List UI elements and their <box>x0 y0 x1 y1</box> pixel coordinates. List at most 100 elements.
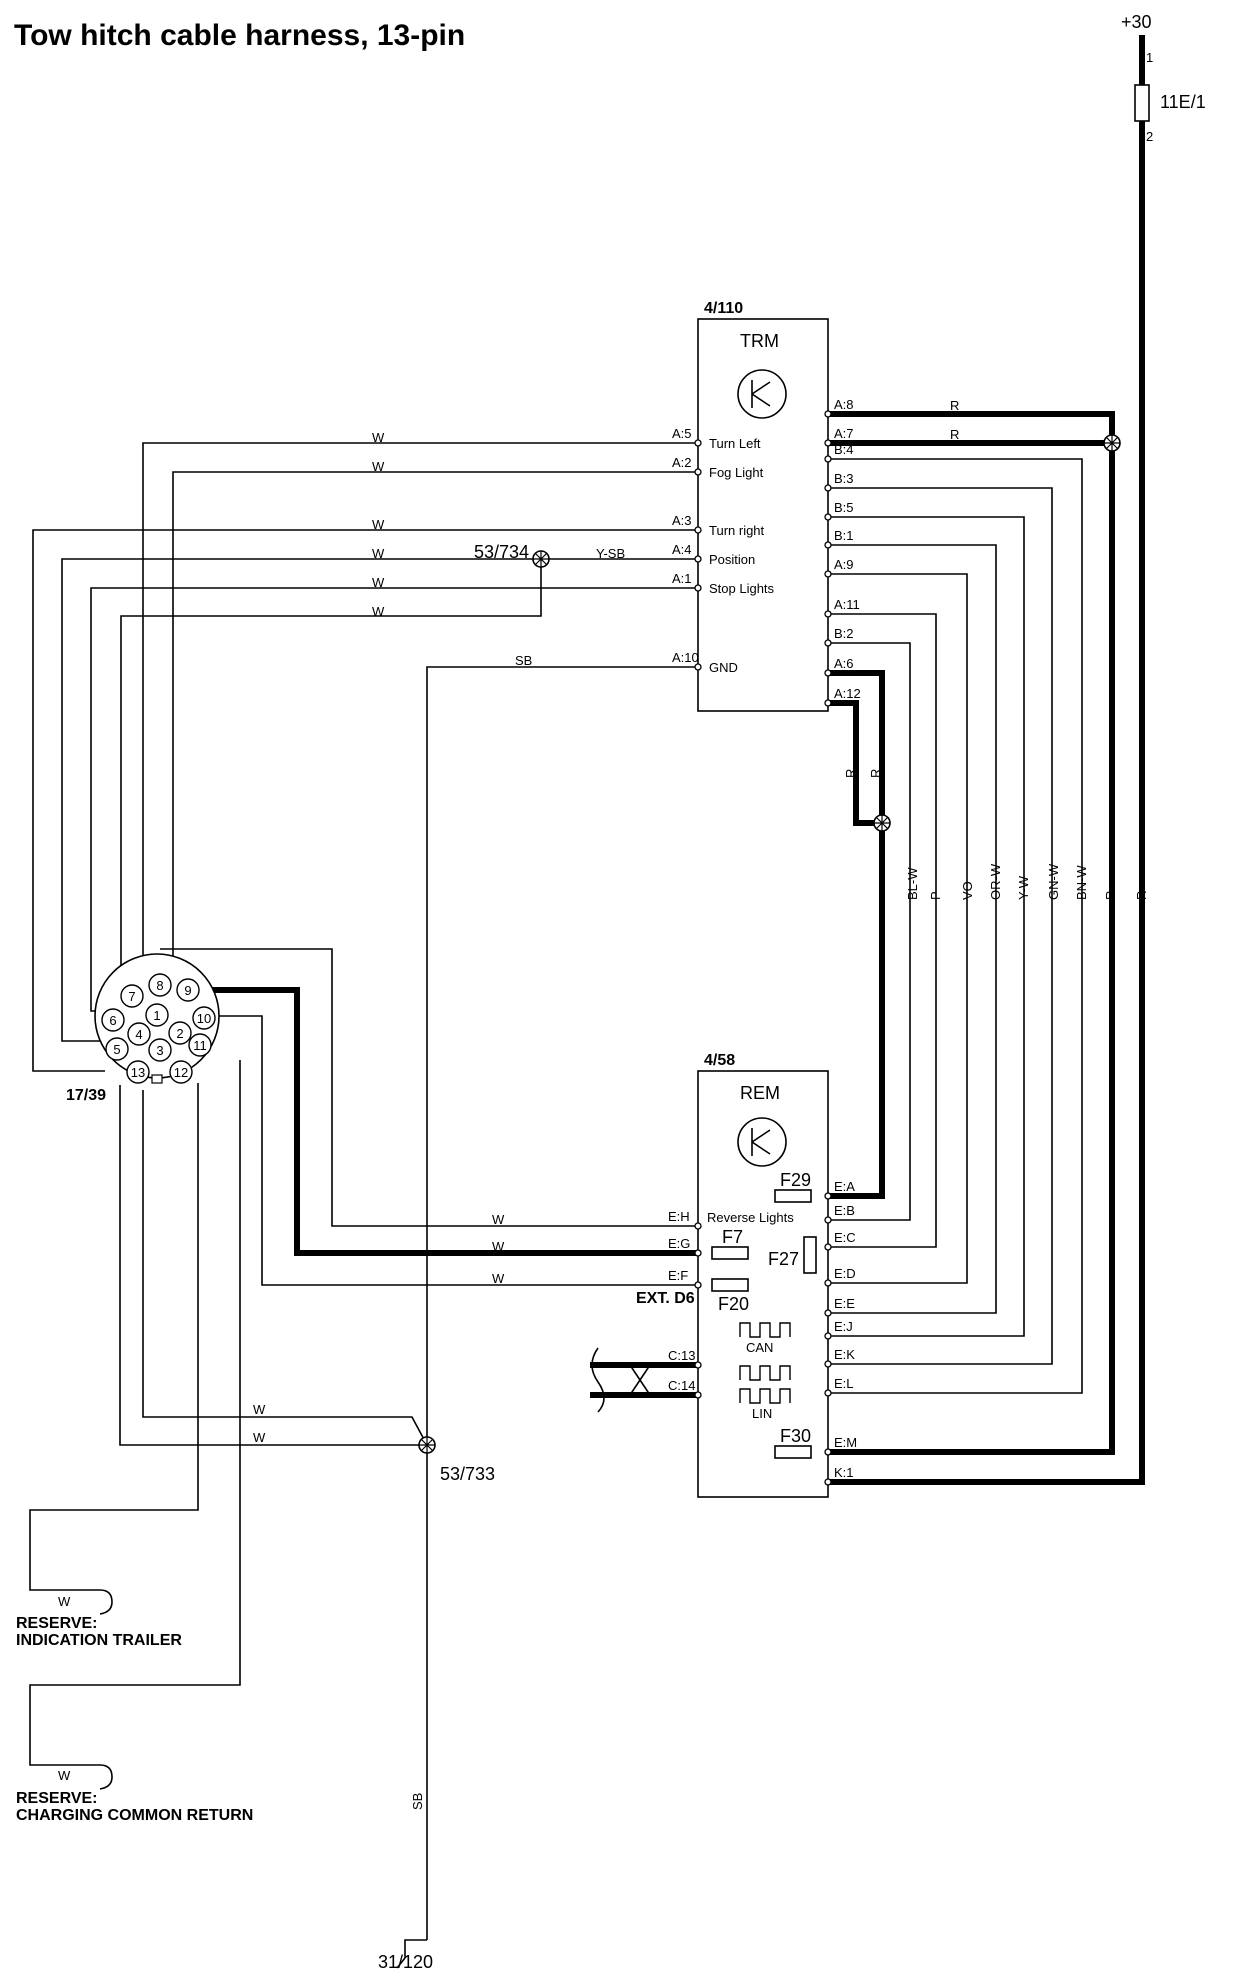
wire-a12 <box>828 700 882 826</box>
wire-color-label: Y-W <box>1016 875 1031 900</box>
trm-pin-A-3 <box>694 526 702 534</box>
trm-pin-id: A:4 <box>672 542 692 557</box>
trm-pin-A-12 <box>824 699 832 707</box>
trm-pin-id: A:8 <box>834 397 854 412</box>
svg-text:W: W <box>372 575 385 590</box>
trm-pin-A-6 <box>824 669 832 677</box>
wire-a6-ea <box>785 670 885 1199</box>
wire-labels: W W W W W W Y-SB SB R R W W W W W W W SB… <box>58 398 1149 1810</box>
trm-pin-B-1 <box>824 541 832 549</box>
trm-pin-label: Fog Light <box>709 465 764 480</box>
trm-pin-B-4 <box>824 455 832 463</box>
trm-pin-A-10 <box>694 663 702 671</box>
svg-text:INDICATION TRAILER: INDICATION TRAILER <box>16 1632 182 1649</box>
rem-pin-C-13 <box>694 1361 702 1369</box>
trm-pin-B-2 <box>824 639 832 647</box>
wires <box>29 35 1145 1969</box>
can-waveform-icon <box>739 1322 791 1338</box>
connector-pin-number: 10 <box>197 1011 211 1026</box>
svg-text:2: 2 <box>1146 129 1153 144</box>
svg-text:11E/1: 11E/1 <box>1160 92 1206 112</box>
reserve-charging-return: RESERVE: CHARGING COMMON RETURN <box>16 1790 253 1824</box>
connector-ref: 17/39 <box>66 1087 106 1104</box>
wire-position-1 <box>61 558 535 1042</box>
trm-pin-id: A:7 <box>834 426 854 441</box>
rem-pin-E-J <box>824 1332 832 1340</box>
fuse-f7: F7 <box>711 1227 749 1260</box>
connector-pin-13 <box>126 1060 150 1084</box>
splice-r-top <box>1103 434 1121 452</box>
wire-position-2 <box>120 559 542 984</box>
svg-text:W: W <box>372 430 385 445</box>
rem-pin-id: E:B <box>834 1203 855 1218</box>
can-break <box>591 1347 605 1413</box>
svg-text:1: 1 <box>1146 50 1153 65</box>
trm-pin-id: A:12 <box>834 686 861 701</box>
connector-pin-7 <box>120 984 144 1008</box>
connector-pin-number: 11 <box>193 1038 207 1053</box>
connector-pin-3 <box>148 1038 172 1062</box>
trm-pin-A-1 <box>694 584 702 592</box>
wire-fog <box>172 471 698 984</box>
diagram-title: Tow hitch cable harness, 13-pin <box>14 19 465 52</box>
connector-pin-number: 12 <box>174 1065 188 1080</box>
connector-pin-2 <box>168 1021 192 1045</box>
rem-pin-E-K <box>824 1360 832 1368</box>
connector-pin-5 <box>105 1037 129 1061</box>
connector-pin-number: 5 <box>113 1042 120 1057</box>
connector-pin-1 <box>145 1003 169 1027</box>
connector-pin-4 <box>127 1022 151 1046</box>
wire-color-label: R <box>868 769 883 778</box>
trm-pin-A-2 <box>694 468 702 476</box>
trm-pin-id: A:6 <box>834 656 854 671</box>
trm-name: TRM <box>740 331 779 351</box>
rem-pin-id: E:E <box>834 1296 855 1311</box>
can-waveform-icon <box>739 1365 791 1381</box>
connector-pin-9 <box>176 978 200 1002</box>
trm-pin-id: B:1 <box>834 528 854 543</box>
connector-pin-10 <box>192 1006 216 1030</box>
rem-pin-id: E:K <box>834 1347 855 1362</box>
wire-b4 <box>828 458 1083 1394</box>
connector-pin-11 <box>188 1033 212 1057</box>
wire-reserve-2 <box>29 1060 241 1766</box>
transistor-icon <box>737 1117 787 1167</box>
trm-pin-A-7 <box>824 439 832 447</box>
transistor-icon <box>737 369 787 419</box>
wire-color-label: R <box>1103 891 1118 900</box>
rem-pin-id: E:L <box>834 1376 854 1391</box>
svg-text:Y-SB: Y-SB <box>596 546 625 561</box>
ground-31-120: 31/120 <box>378 1952 433 1972</box>
trm-ref: 4/110 <box>704 300 743 317</box>
trm-pin-id: B:5 <box>834 500 854 515</box>
wire-b3 <box>828 487 1053 1365</box>
svg-text:W: W <box>372 517 385 532</box>
wire-gnd <box>426 666 698 1940</box>
connector-pin-6 <box>101 1008 125 1032</box>
rem-pin-id: C:13 <box>668 1348 695 1363</box>
ground-stub <box>396 1939 427 1969</box>
reserve-2-end <box>99 1764 113 1790</box>
wire-reserve-1 <box>29 1083 199 1591</box>
svg-text:W: W <box>372 459 385 474</box>
trm-pin-id: B:2 <box>834 626 854 641</box>
trm-pin-label: Stop Lights <box>709 581 775 596</box>
reverse-lights-label: Reverse Lights <box>707 1210 794 1225</box>
connector-pin-number: 13 <box>131 1065 145 1080</box>
wire-color-label: VO <box>960 881 975 900</box>
svg-text:53/734: 53/734 <box>474 542 529 562</box>
rem-pin-id: E:C <box>834 1230 856 1245</box>
rem-pin-E-C <box>824 1243 832 1251</box>
trm-pin-B-5 <box>824 513 832 521</box>
svg-text:53/733: 53/733 <box>440 1464 495 1484</box>
wire-b2 <box>828 642 911 1221</box>
wire-ef <box>210 1015 698 1286</box>
rem-pin-E-E <box>824 1309 832 1317</box>
rem-pin-C-14 <box>694 1391 702 1399</box>
svg-text:R: R <box>950 398 959 413</box>
trm-pin-id: A:3 <box>672 513 692 528</box>
svg-text:31/120: 31/120 <box>378 1952 433 1972</box>
rem-pin-id: E:M <box>834 1435 857 1450</box>
